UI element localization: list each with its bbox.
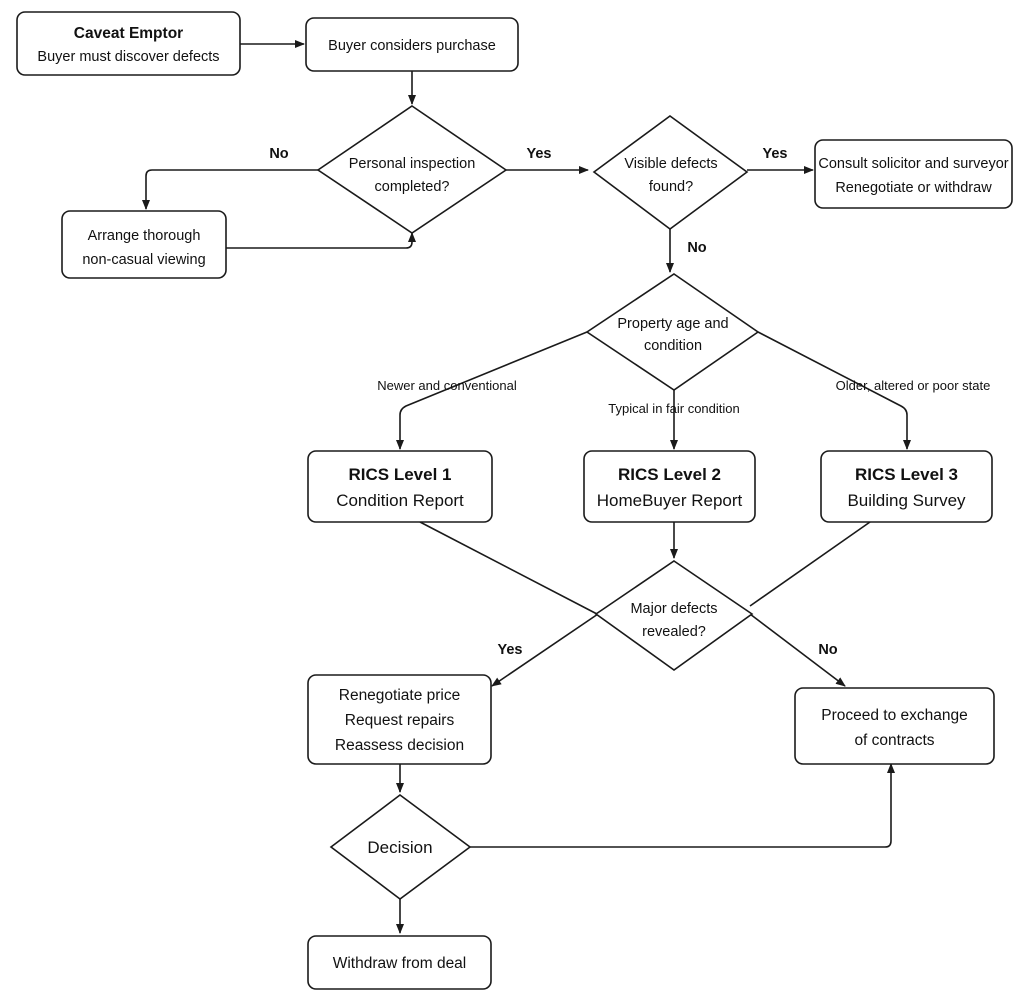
edge-age-to-rics1	[396, 331, 588, 450]
node-visible-defects-decision: Visible defects found?	[592, 115, 749, 230]
node-inspection-decision: Personal inspection completed?	[316, 105, 508, 234]
visible-line2: found?	[649, 179, 693, 195]
age-line1: Property age and	[617, 316, 728, 332]
label-visible-no: No	[687, 240, 706, 256]
renegotiate-line2: Request repairs	[345, 712, 455, 729]
edge-age-to-rics3	[757, 331, 911, 450]
renegotiate-line1: Renegotiate price	[339, 687, 461, 704]
node-rics-level-2: RICS Level 2 HomeBuyer Report	[583, 450, 756, 523]
edge-major-no-to-proceed	[749, 613, 846, 687]
node-consult-solicitor: Consult solicitor and surveyor Renegotia…	[814, 139, 1013, 209]
caveat-subtitle: Buyer must discover defects	[37, 49, 219, 65]
label-major-yes: Yes	[498, 642, 523, 658]
consult-line1: Consult solicitor and surveyor	[818, 156, 1008, 172]
rics3-title: RICS Level 3	[855, 465, 958, 484]
rics2-title: RICS Level 2	[618, 465, 721, 484]
node-property-age-decision: Property age and condition	[585, 273, 760, 391]
rics3-subtitle: Building Survey	[847, 491, 966, 510]
arrange-line2: non-casual viewing	[82, 252, 205, 268]
node-arrange-viewing: Arrange thorough non-casual viewing	[61, 210, 227, 279]
edge-decision-to-proceed	[470, 763, 895, 848]
rics1-subtitle: Condition Report	[336, 491, 464, 510]
decision-label: Decision	[367, 838, 432, 857]
withdraw-label: Withdraw from deal	[333, 955, 467, 972]
label-visible-yes: Yes	[763, 146, 788, 162]
age-line2: condition	[644, 338, 702, 354]
label-age-typical: Typical in fair condition	[608, 401, 740, 416]
edge-major-yes-to-renegotiate	[491, 613, 599, 687]
node-renegotiate: Renegotiate price Request repairs Reasse…	[307, 674, 492, 765]
renegotiate-line3: Reassess decision	[335, 737, 464, 754]
node-withdraw: Withdraw from deal	[307, 935, 492, 990]
major-line1: Major defects	[630, 601, 717, 617]
arrange-line1: Arrange thorough	[88, 228, 201, 244]
proceed-line2: of contracts	[854, 732, 934, 749]
node-proceed-to-exchange: Proceed to exchange of contracts	[794, 687, 995, 765]
node-major-defects-decision: Major defects revealed?	[594, 560, 754, 671]
inspection-line1: Personal inspection	[349, 156, 476, 172]
proceed-line1: Proceed to exchange	[821, 707, 968, 724]
node-caveat-emptor: Caveat Emptor Buyer must discover defect…	[16, 11, 241, 76]
major-line2: revealed?	[642, 624, 706, 640]
edge-inspection-no-to-arrange	[142, 169, 318, 210]
node-decision: Decision	[329, 794, 472, 900]
label-major-no: No	[818, 642, 837, 658]
rics1-title: RICS Level 1	[349, 465, 452, 484]
consult-line2: Renegotiate or withdraw	[835, 180, 992, 196]
edge-rics3-to-major	[749, 521, 871, 607]
caveat-title: Caveat Emptor	[74, 25, 183, 42]
edge-arrange-to-inspection	[226, 232, 416, 249]
rics2-subtitle: HomeBuyer Report	[597, 491, 743, 510]
node-buyer-considers: Buyer considers purchase	[305, 17, 519, 72]
edges	[142, 40, 911, 934]
inspection-line2: completed?	[375, 179, 450, 195]
edge-labels: No Yes Yes No Newer and conventional Typ…	[269, 146, 990, 658]
label-age-older: Older, altered or poor state	[836, 378, 991, 393]
label-inspection-yes: Yes	[527, 146, 552, 162]
label-age-newer: Newer and conventional	[377, 378, 517, 393]
considers-label: Buyer considers purchase	[328, 38, 496, 54]
label-inspection-no: No	[269, 146, 288, 162]
node-rics-level-3: RICS Level 3 Building Survey	[820, 450, 993, 523]
visible-line1: Visible defects	[624, 156, 717, 172]
node-rics-level-1: RICS Level 1 Condition Report	[307, 450, 493, 523]
edge-rics1-to-major	[419, 521, 598, 615]
